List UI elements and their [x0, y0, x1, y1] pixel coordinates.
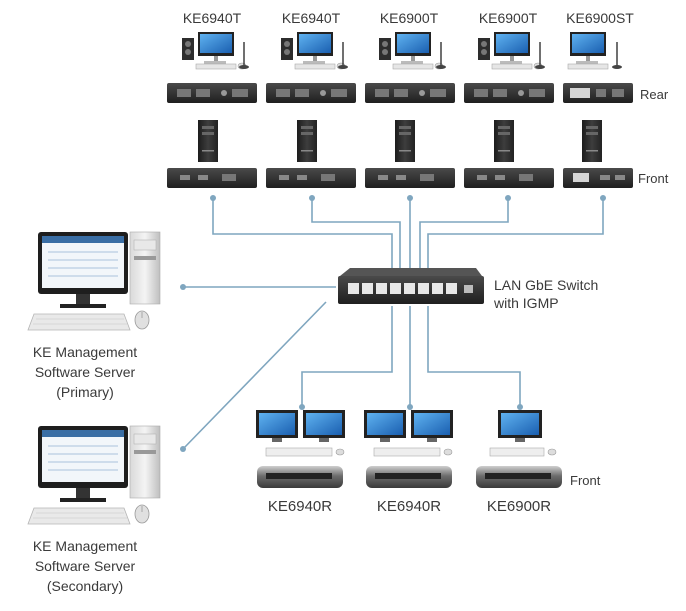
switch-label-line1: LAN GbE Switch [494, 277, 599, 293]
tx-workstations [181, 31, 622, 70]
computer-tower-icon [297, 120, 317, 162]
cable-rx3 [427, 306, 521, 407]
rx-station-2 [364, 410, 453, 488]
tx-front-unit [365, 168, 455, 188]
tx-front-unit [266, 168, 356, 188]
cable-rx1 [301, 306, 393, 407]
rx-model-label: KE6900R [486, 498, 552, 515]
tx-front-units [167, 168, 633, 188]
server-secondary-label: KE Management Software Server (Secondary… [15, 536, 155, 596]
cable-tx2 [311, 198, 401, 268]
tx-front-unit [167, 168, 257, 188]
switch-label-line2: with IGMP [494, 295, 559, 311]
cables [182, 198, 604, 450]
rx-model-label: KE6940R [376, 498, 442, 515]
tx-rear-unit [167, 83, 257, 103]
rear-label: Rear [640, 87, 669, 102]
tx-model-label: KE6900T [478, 10, 538, 26]
rx-model-label: KE6940R [267, 498, 333, 515]
computer-tower-icon [582, 120, 602, 162]
computer-tower-icon [198, 120, 218, 162]
server-label-line: KE Management [32, 344, 138, 360]
tx-tower-pcs [198, 120, 602, 162]
tx-rear-unit [365, 83, 455, 103]
rx-station-3 [476, 410, 562, 488]
server-label-line: (Primary) [56, 384, 114, 400]
server-secondary [27, 425, 161, 525]
cable-end-dots [180, 195, 606, 452]
workstation-icon [567, 32, 622, 70]
tx-model-label: KE6900T [379, 10, 439, 26]
switch-ports [348, 283, 473, 294]
server-label-line: KE Management [32, 538, 138, 554]
switch-label: LAN GbE Switch with IGMP [494, 276, 598, 312]
front-label: Front [638, 171, 669, 186]
tx-front-unit [464, 168, 554, 188]
workstation-icon [181, 31, 250, 70]
workstation-icon [477, 31, 546, 70]
workstation-icon [378, 31, 447, 70]
tx-rear-units [167, 83, 633, 103]
tx-model-label: KE6940T [182, 10, 242, 26]
tx-rear-unit [563, 83, 633, 103]
server-label-line: Software Server [34, 364, 136, 380]
tx-model-label: KE6900ST [566, 10, 634, 26]
cable-tx4 [419, 198, 509, 268]
workstation-icon [280, 31, 349, 70]
tx-rear-unit [464, 83, 554, 103]
cable-tx5 [427, 198, 604, 268]
computer-tower-icon [494, 120, 514, 162]
computer-tower-icon [395, 120, 415, 162]
lan-switch [338, 268, 484, 304]
server-primary [27, 231, 161, 331]
front-label-receivers: Front [570, 473, 601, 488]
server-label-line: Software Server [34, 558, 136, 574]
server-label-line: (Secondary) [46, 578, 124, 594]
tx-model-label: KE6940T [281, 10, 341, 26]
cable-tx1 [212, 198, 393, 268]
cable-server-secondary [182, 301, 327, 450]
server-primary-label: KE Management Software Server (Primary) [15, 342, 155, 402]
tx-rear-unit [266, 83, 356, 103]
rx-station-1 [256, 410, 345, 488]
tx-front-unit [563, 168, 633, 188]
